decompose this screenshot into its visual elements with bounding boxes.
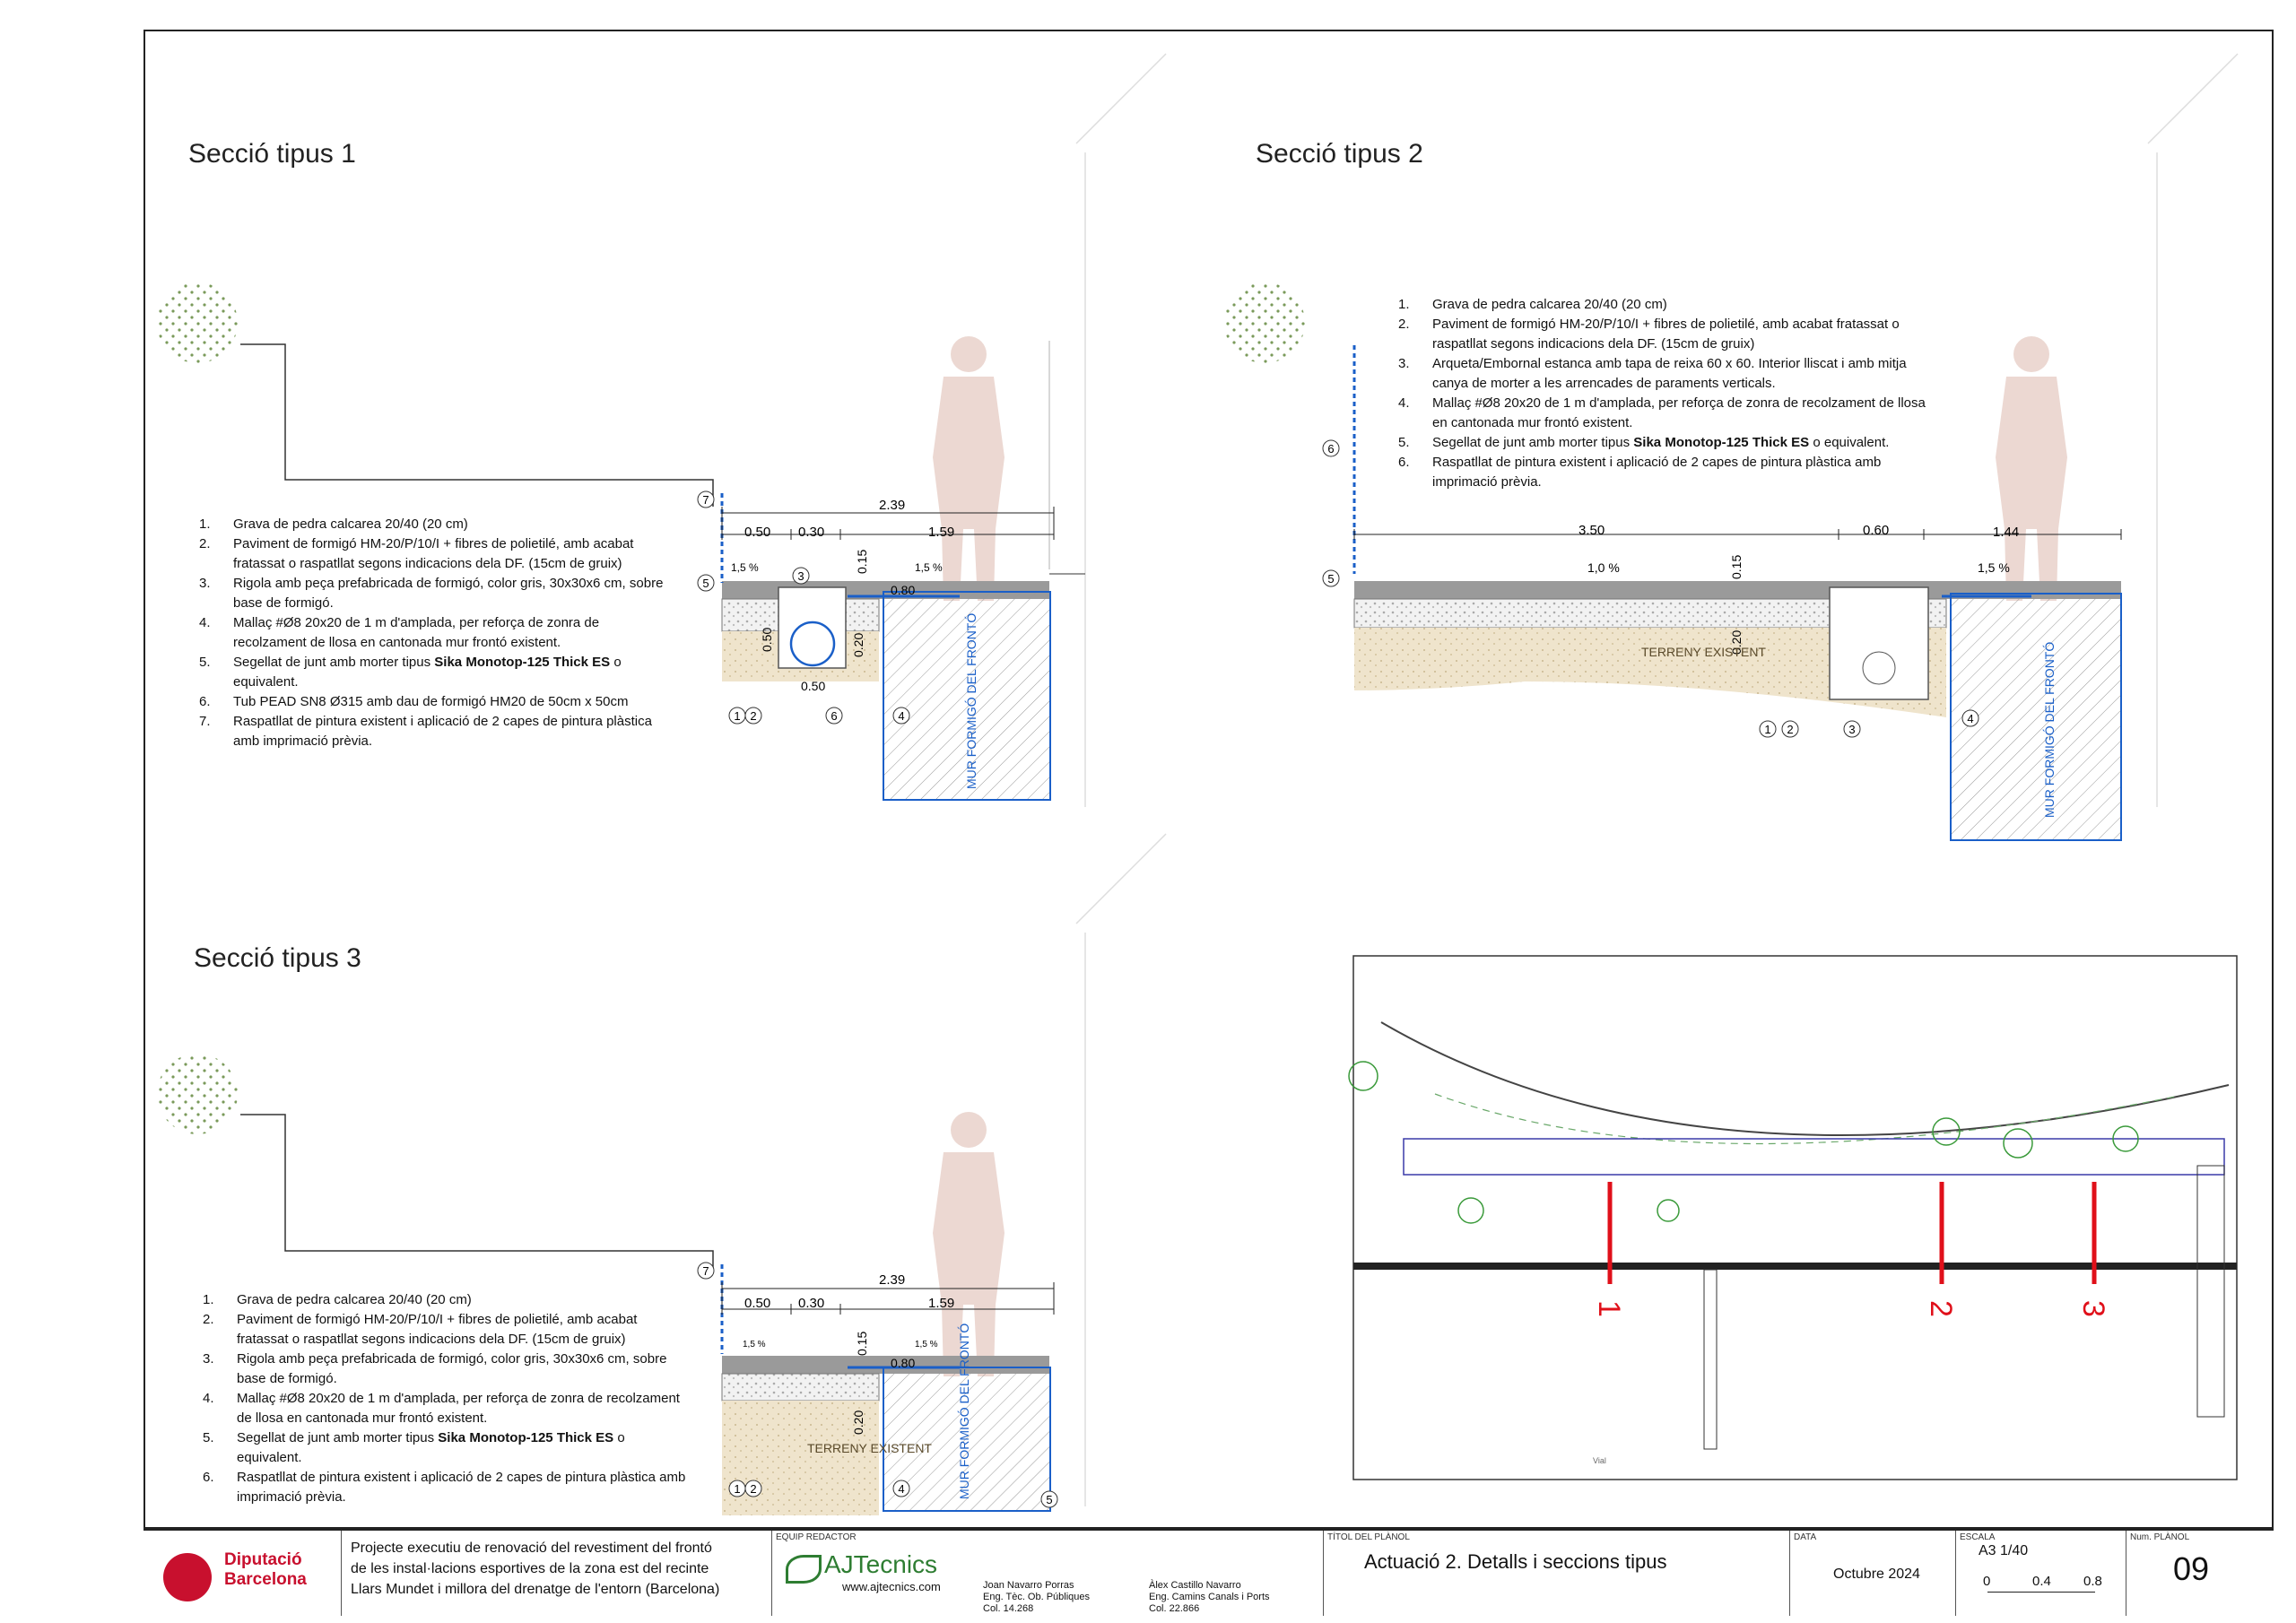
author1-title: Eng. Tèc. Ob. Públiques	[983, 1592, 1091, 1602]
plan-title-label: TÍTOL DEL PLÀNOL	[1327, 1532, 1410, 1542]
diputacio-logo	[163, 1553, 212, 1601]
scale-value: A3 1/40	[1979, 1543, 2029, 1558]
note-item: 2.Paviment de formigó HM-20/P/10/I + fib…	[203, 1312, 638, 1347]
note-item: 4.Mallaç #Ø8 20x20 de 1 m d'amplada, per…	[203, 1391, 680, 1426]
section-1-notes: 1.Grava de pedra calcarea 20/40 (20 cm) 2…	[199, 515, 665, 751]
scale-bar	[1987, 1592, 2095, 1593]
section-3-title: Secció tipus 3	[194, 943, 361, 973]
note-item: 6.Raspatllat de pintura existent i aplic…	[1398, 455, 1882, 490]
note-item: 4.Mallaç #Ø8 20x20 de 1 m d'amplada, per…	[199, 615, 600, 650]
firm-name: AJTecnics	[824, 1550, 938, 1578]
note-item: 1.Grava de pedra calcarea 20/40 (20 cm)	[203, 1292, 472, 1307]
project-line-3: Llars Mundet i millora del drenatge de l…	[351, 1582, 720, 1597]
date-value: Octubre 2024	[1833, 1567, 1920, 1582]
author2-title: Eng. Camins Canals i Ports	[1149, 1592, 1270, 1602]
drawing-frame	[144, 30, 2274, 1529]
note-item: 5.Segellat de junt amb morter tipus Sika…	[1398, 435, 1890, 450]
project-line-1: Projecte executiu de renovació del reves…	[351, 1541, 712, 1556]
note-item: 3.Rigola amb peça prefabricada de formig…	[203, 1351, 667, 1386]
note-item: 2.Paviment de formigó HM-20/P/10/I + fib…	[199, 536, 634, 571]
note-item: 6.Tub PEAD SN8 Ø315 amb dau de formigó H…	[199, 694, 629, 709]
author2-name: Àlex Castillo Navarro	[1149, 1580, 1241, 1591]
plan-number: 09	[2173, 1550, 2210, 1587]
note-item: 5.Segellat de junt amb morter tipus Sika…	[199, 655, 622, 690]
project-line-2: de les instal·lacions esportives de la z…	[351, 1561, 709, 1576]
date-label: DATA	[1794, 1532, 1817, 1542]
scale-label: ESCALA	[1960, 1532, 1996, 1542]
ajtecnics-leaf-icon	[786, 1555, 822, 1584]
firm-web: www.ajtecnics.com	[842, 1580, 941, 1593]
number-label: Num. PLÀNOL	[2130, 1532, 2190, 1542]
note-item: 3.Rigola amb peça prefabricada de formig…	[199, 576, 664, 611]
title-block: Diputació Barcelona Projecte executiu de…	[144, 1529, 2274, 1616]
section-3-notes: 1.Grava de pedra calcarea 20/40 (20 cm) 2…	[203, 1290, 687, 1507]
team-label: EQUIP REDACTOR	[776, 1532, 857, 1542]
note-item: 7.Raspatllat de pintura existent i aplic…	[199, 714, 652, 749]
note-item: 5.Segellat de junt amb morter tipus Sika…	[203, 1430, 625, 1465]
author2-col: Col. 22.866	[1149, 1603, 1200, 1614]
note-item: 6.Raspatllat de pintura existent i aplic…	[203, 1470, 686, 1505]
logo-line-1: Diputació	[224, 1550, 302, 1569]
note-item: 4.Mallaç #Ø8 20x20 de 1 m d'amplada, per…	[1398, 395, 1926, 430]
section-2-title: Secció tipus 2	[1256, 139, 1423, 169]
section-2-notes: 1.Grava de pedra calcarea 20/40 (20 cm) 2…	[1398, 295, 1936, 492]
author1-name: Joan Navarro Porras	[983, 1580, 1074, 1591]
logo-line-2: Barcelona	[224, 1570, 307, 1589]
plan-title: Actuació 2. Detalls i seccions tipus	[1364, 1550, 1667, 1573]
scale-tick-0: 0	[1983, 1574, 1991, 1589]
note-item: 3.Arqueta/Embornal estanca amb tapa de r…	[1398, 356, 1907, 391]
section-1-title: Secció tipus 1	[188, 139, 356, 169]
note-item: 1.Grava de pedra calcarea 20/40 (20 cm)	[199, 516, 468, 532]
author1-col: Col. 14.268	[983, 1603, 1034, 1614]
scale-tick-2: 0.8	[2083, 1574, 2102, 1589]
note-item: 1.Grava de pedra calcarea 20/40 (20 cm)	[1398, 297, 1667, 312]
scale-tick-1: 0.4	[2032, 1574, 2051, 1589]
note-item: 2.Paviment de formigó HM-20/P/10/I + fib…	[1398, 317, 1900, 352]
